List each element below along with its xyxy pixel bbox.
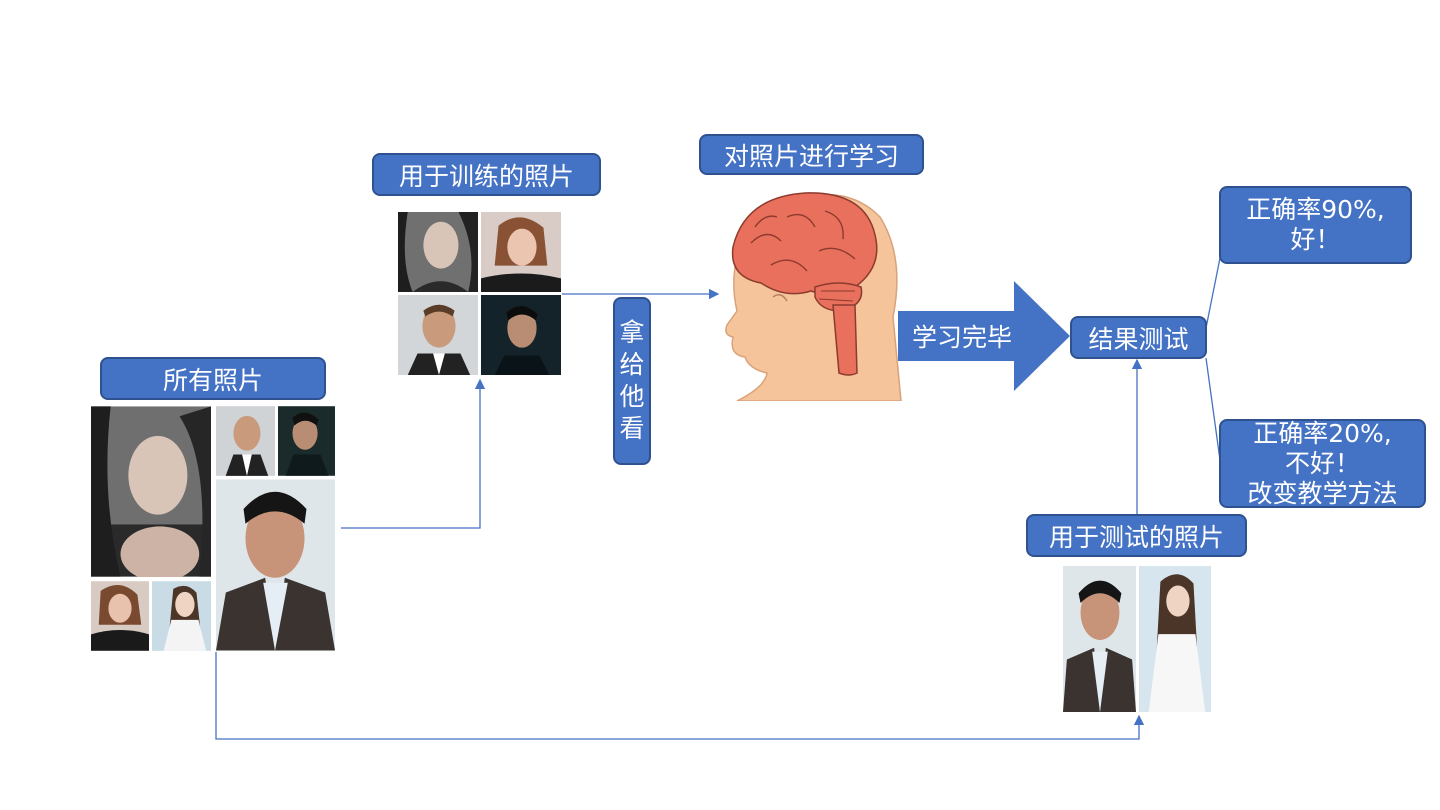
connector-all-to-training bbox=[341, 378, 486, 529]
photo-training-woman-red bbox=[480, 211, 562, 293]
photo-test-man-jacket bbox=[1062, 564, 1137, 714]
show-him-char-4: 看 bbox=[619, 414, 645, 443]
bad-result-label: 正确率20%, 不好！ 改变教学方法 bbox=[1219, 419, 1426, 508]
result-test-label: 结果测试 bbox=[1070, 316, 1207, 359]
photo-man-jacket-large bbox=[215, 478, 336, 652]
photo-training-man-suit bbox=[397, 294, 479, 376]
photo-man-suit-small bbox=[215, 405, 276, 477]
photo-test-woman-white bbox=[1138, 564, 1212, 714]
connector-result-to-bad bbox=[1205, 357, 1221, 461]
good-result-line-1: 正确率90%, bbox=[1246, 195, 1385, 224]
photo-man-dark-small bbox=[277, 405, 336, 477]
photo-woman-offshoulder-small bbox=[90, 580, 150, 652]
photo-woman-dark-large bbox=[90, 405, 212, 578]
test-photos-label: 用于测试的照片 bbox=[1026, 514, 1247, 557]
bad-result-line-2: 不好！ bbox=[1284, 448, 1360, 478]
show-him-char-2: 给 bbox=[619, 350, 645, 379]
show-him-char-3: 他 bbox=[619, 382, 645, 411]
good-result-label: 正确率90%, 好！ bbox=[1219, 186, 1412, 264]
learn-photos-label: 对照片进行学习 bbox=[699, 134, 924, 175]
bad-result-line-3: 改变教学方法 bbox=[1247, 478, 1398, 508]
learning-done-label: 学习完毕 bbox=[911, 323, 1012, 352]
connector-result-to-good bbox=[1205, 257, 1221, 329]
show-him-label: 拿 给 他 看 bbox=[613, 297, 651, 465]
training-photos-label: 用于训练的照片 bbox=[372, 153, 601, 196]
good-result-line-2: 好！ bbox=[1290, 225, 1341, 254]
brain-illustration-icon bbox=[725, 192, 902, 401]
bad-result-line-1: 正确率20%, bbox=[1253, 418, 1392, 448]
photo-woman-white-small bbox=[151, 580, 212, 652]
learning-done-arrow-icon bbox=[898, 281, 1070, 391]
show-him-char-1: 拿 bbox=[619, 318, 645, 347]
all-photos-label: 所有照片 bbox=[100, 357, 326, 400]
photo-training-man-dark bbox=[480, 294, 562, 376]
photo-training-woman-dark bbox=[397, 211, 479, 293]
connector-all-to-test bbox=[215, 652, 1145, 740]
